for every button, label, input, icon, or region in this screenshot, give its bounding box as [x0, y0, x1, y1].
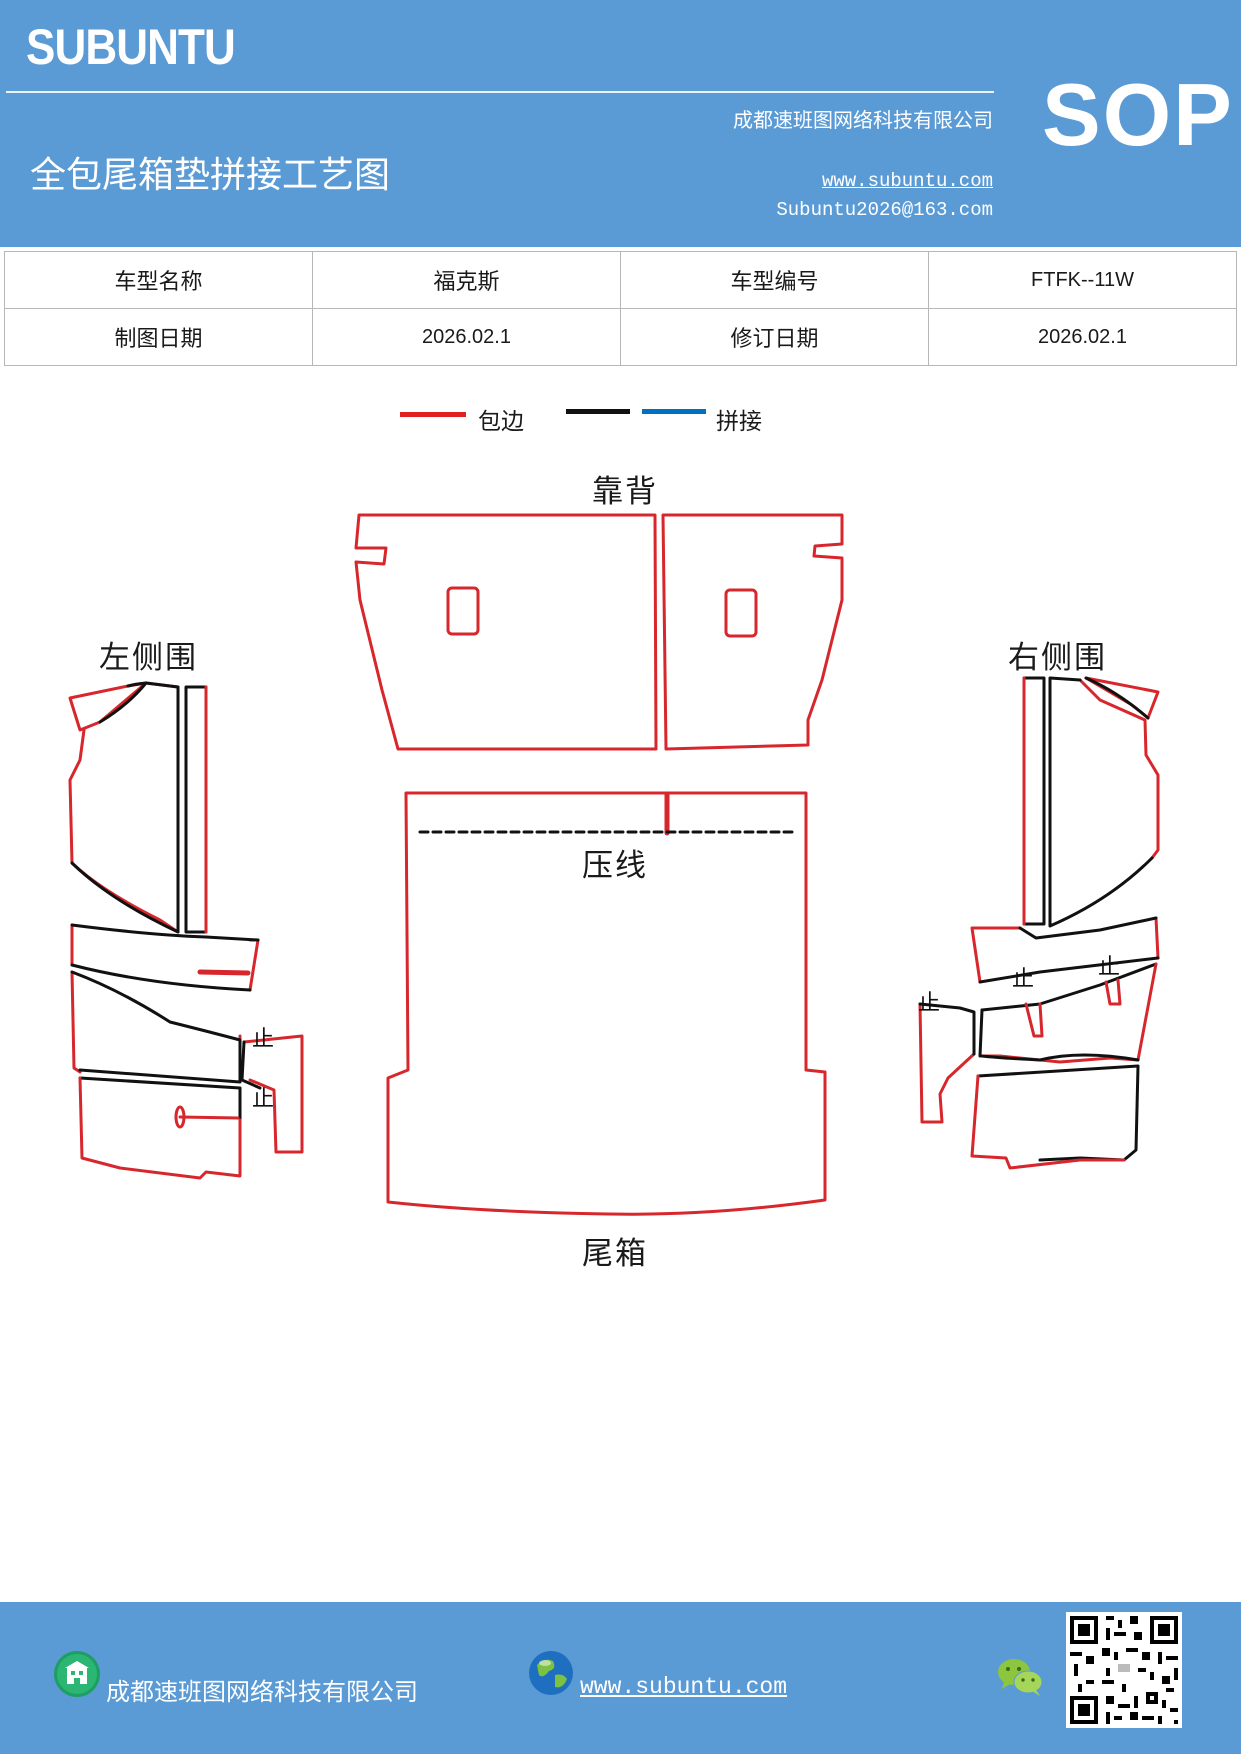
mat-diagram: 止 止 止 止 止	[68, 513, 1160, 1216]
table-row: 制图日期 2026.02.1 修订日期 2026.02.1	[4, 308, 1237, 366]
model-name-label: 车型名称	[4, 251, 313, 309]
building-icon	[54, 1651, 100, 1697]
globe-icon	[529, 1651, 573, 1695]
right-side-label: 右侧围	[1008, 640, 1107, 676]
draw-date-label: 制图日期	[4, 308, 313, 366]
model-code-label: 车型编号	[620, 251, 929, 309]
legend-edge-label: 包边	[478, 409, 524, 435]
revision-date-value: 2026.02.1	[928, 308, 1237, 366]
backrest-left-slot	[446, 586, 480, 636]
legend-seam-line	[566, 409, 630, 414]
stop-mark: 止	[252, 1087, 274, 1112]
revision-date-label: 修订日期	[620, 308, 929, 366]
stop-mark: 止	[1012, 967, 1034, 992]
legend-edge-line	[400, 412, 466, 417]
legend-splice-line	[642, 409, 706, 414]
backrest-right-slot	[724, 588, 758, 638]
model-code-value: FTFK--11W	[928, 251, 1237, 309]
page-title: 全包尾箱垫拼接工艺图	[30, 155, 391, 196]
stop-mark: 止	[918, 991, 940, 1016]
footer-company: 成都速班图网络科技有限公司	[106, 1678, 418, 1706]
press-line-label: 压线	[582, 848, 648, 884]
left-side-label: 左侧围	[99, 640, 198, 676]
legend-splice-label: 拼接	[716, 409, 762, 435]
header-banner: SUBUNTU 成都速班图网络科技有限公司 全包尾箱垫拼接工艺图 www.sub…	[0, 0, 1241, 247]
draw-date-value: 2026.02.1	[312, 308, 621, 366]
stop-mark: 止	[1098, 955, 1120, 980]
legend: 包边 拼接	[0, 400, 1241, 440]
right-side-wall: 止 止 止	[918, 676, 1160, 1170]
wechat-icon	[998, 1659, 1043, 1696]
qr-code	[1066, 1612, 1182, 1728]
footer-banner: 成都速班图网络科技有限公司 www.subuntu.com	[0, 1602, 1241, 1754]
table-row: 车型名称 福克斯 车型编号 FTFK--11W	[4, 251, 1237, 309]
left-side-wall: 止 止	[68, 681, 304, 1180]
brand-logo: SUBUNTU	[26, 19, 236, 75]
info-table: 车型名称 福克斯 车型编号 FTFK--11W 制图日期 2026.02.1 修…	[4, 251, 1237, 366]
backrest-left-panel	[354, 513, 658, 751]
header-website-link[interactable]: www.subuntu.com	[821, 170, 993, 192]
backrest-label: 靠背	[592, 474, 658, 510]
backrest-right-panel	[661, 513, 844, 751]
stop-mark: 止	[252, 1027, 274, 1052]
header-company: 成都速班图网络科技有限公司	[733, 108, 993, 132]
trunk-label: 尾箱	[582, 1236, 648, 1272]
footer-website-link[interactable]: www.subuntu.com	[580, 1674, 788, 1700]
sop-badge: SOP	[1042, 65, 1234, 164]
trunk-floor-panel	[386, 791, 827, 1216]
header-divider	[6, 91, 994, 93]
model-name-value: 福克斯	[312, 251, 621, 309]
header-email[interactable]: Subuntu2026@163.com	[776, 199, 993, 221]
